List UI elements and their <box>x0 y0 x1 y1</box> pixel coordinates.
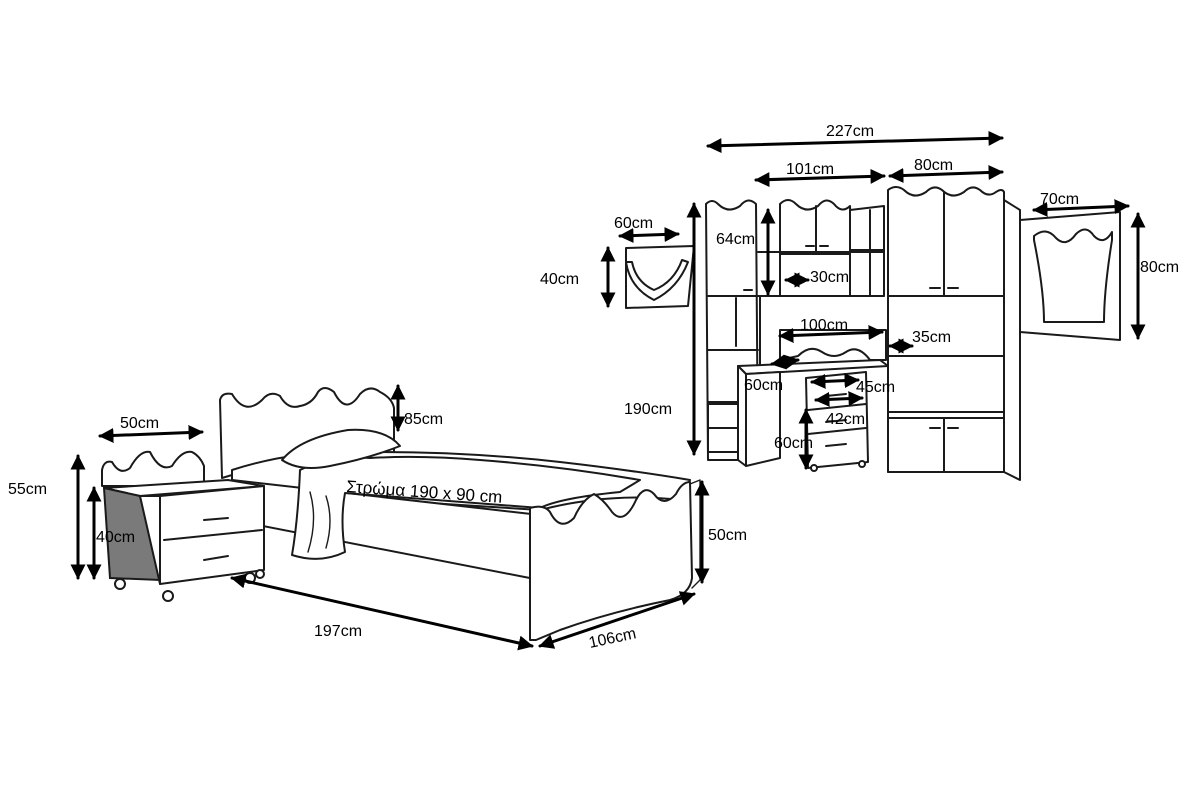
nightstand-wheel <box>255 569 265 579</box>
nightstand-drawer-handle-top <box>203 517 229 521</box>
label-shelf-height: 40cm <box>540 271 579 288</box>
label-wardrobe-width: 80cm <box>914 157 953 174</box>
label-pedestal-width: 42cm <box>826 411 865 428</box>
label-nightstand-width: 50cm <box>120 415 159 432</box>
label-pedestal-depth: 45cm <box>856 379 895 396</box>
label-hutch-width: 101cm <box>786 161 834 178</box>
nightstand-wheel <box>114 578 126 590</box>
label-nightstand-body-height: 40cm <box>96 529 135 546</box>
dimension-lines <box>70 130 1146 651</box>
label-desk-depth: 60cm <box>744 377 783 394</box>
nightstand-wheel <box>162 590 174 602</box>
nightstand-back-panel <box>101 450 205 487</box>
label-bed-length: 197cm <box>314 623 362 640</box>
wall-mirror <box>1019 211 1121 341</box>
bed-blanket <box>291 455 641 560</box>
label-desk-width: 100cm <box>800 317 848 334</box>
label-side-gap: 35cm <box>912 329 951 346</box>
label-wall-unit-width: 227cm <box>826 123 874 140</box>
label-nightstand-total-height: 55cm <box>8 481 47 498</box>
nightstand <box>101 450 265 602</box>
label-desk-height: 60cm <box>774 435 813 452</box>
nightstand-drawer-handle-bottom <box>203 555 229 561</box>
label-hutch-shelf-depth: 30cm <box>810 269 849 286</box>
label-wall-unit-height: 190cm <box>624 401 672 418</box>
label-headboard-height: 85cm <box>404 411 443 428</box>
label-mirror-width: 70cm <box>1040 191 1079 208</box>
bed-pillow <box>281 428 401 469</box>
wall-unit-wardrobe <box>887 186 1005 297</box>
label-hutch-cabinet-height: 64cm <box>716 231 755 248</box>
nightstand-front <box>139 485 265 585</box>
label-shelf-width: 60cm <box>614 215 653 232</box>
label-bed-width: 106cm <box>587 625 638 652</box>
bed <box>219 387 701 641</box>
label-footboard-height: 50cm <box>708 527 747 544</box>
label-mirror-height: 80cm <box>1140 259 1179 276</box>
wall-shelf <box>625 245 695 309</box>
